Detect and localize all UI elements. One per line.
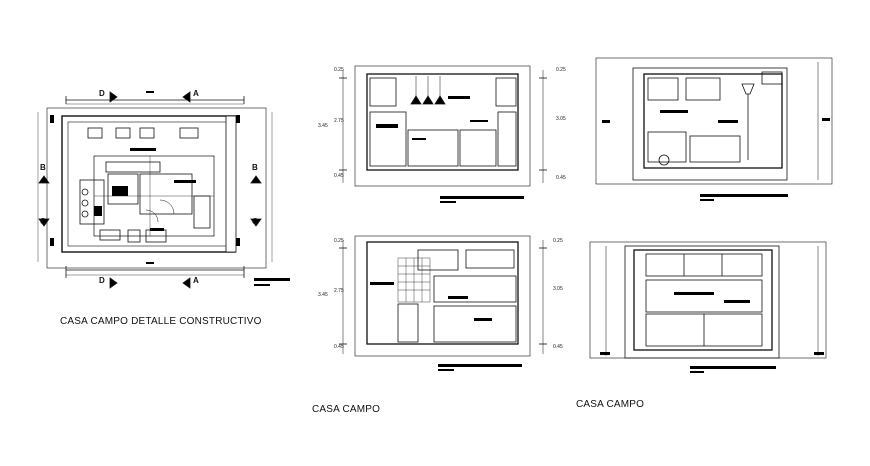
caption-main: CASA CAMPO DETALLE CONSTRUCTIVO	[60, 316, 262, 327]
elevation-1	[339, 65, 547, 203]
floor-plan	[37, 91, 290, 289]
elev1-dim-bottom: 0.45	[334, 173, 344, 179]
section-b-left: B	[40, 163, 46, 172]
elev3-dim-total: 3.45	[318, 292, 328, 298]
caption-left: CASA CAMPO	[312, 404, 381, 415]
elev1-rdim-top: 0.25	[556, 67, 566, 73]
elev3-rdim-bottom: 0.45	[553, 344, 563, 350]
section-d-top: D	[99, 89, 105, 98]
elev1-rdim-mid: 3.05	[556, 116, 566, 122]
section-a-bottom: A	[193, 276, 199, 285]
elev3-dim-mid: 2.75	[334, 288, 344, 294]
elev3-rdim-mid: 3.05	[553, 286, 563, 292]
elev1-dim-total: 3.45	[318, 123, 328, 129]
elev1-dim-mid: 2.75	[334, 118, 344, 124]
section-c-right: C	[252, 217, 258, 226]
caption-right: CASA CAMPO	[576, 399, 645, 410]
section-d-bottom: D	[99, 276, 105, 285]
elevation-2	[595, 57, 833, 201]
elevation-3	[339, 235, 547, 371]
section-c-left: C	[40, 217, 46, 226]
elev3-rdim-top: 0.25	[553, 238, 563, 244]
elevation-4	[589, 241, 827, 373]
section-a-top: A	[193, 89, 199, 98]
section-b-right: B	[252, 163, 258, 172]
elev3-dim-top: 0.25	[334, 238, 344, 244]
elev1-dim-top: 0.25	[334, 67, 344, 73]
elev1-rdim-bottom: 0.45	[556, 175, 566, 181]
elev3-dim-bottom: 0.45	[334, 344, 344, 350]
